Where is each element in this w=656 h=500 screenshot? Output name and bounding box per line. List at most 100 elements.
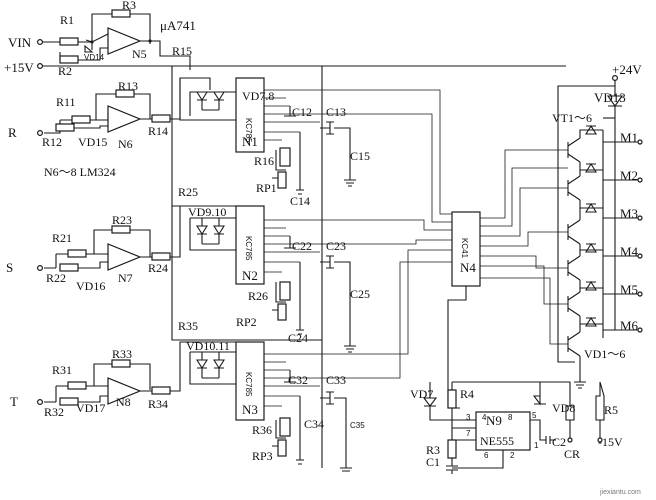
minus15-label: -15V [598,435,623,449]
n7-opamp [107,243,142,271]
c24-label: C24 [288,331,308,345]
r34-resistor [151,386,171,395]
vt-2 [567,162,603,209]
ic1-block: VD7.8 KC785 N1 C12 C13 C14 C15 R16 RP1 [179,77,370,208]
r-label: R [8,125,17,140]
c2-label: C2 [552,435,566,449]
transistor-bank: VT1～6 VD1～6 VD13 +24V [552,62,642,389]
vd7-8-diodes [196,91,225,102]
pin-3: 3 [466,413,471,422]
left-vertical-rail [171,66,322,341]
r21-label: R21 [52,231,72,245]
transistor-ground [574,381,586,389]
m2-label: M2 [620,168,638,183]
m1-label: M1 [620,130,638,145]
m4-label: M4 [620,244,639,259]
vt-6 [567,316,597,382]
c13-label: C13 [326,105,346,119]
r22-resistor [59,263,79,272]
cr-label: CR [564,447,580,461]
c22-label: C22 [292,239,312,253]
c23-label: C23 [326,239,346,253]
r36-resistor [279,417,291,437]
pin-8: 8 [508,413,513,422]
n3-label: N3 [242,402,258,417]
vd13-label: VD13 [594,90,626,105]
c14-label: C14 [290,194,310,208]
r36-label: R36 [252,423,272,437]
n6-label: N6 [118,137,133,151]
c32-label: C32 [288,373,308,387]
ua741-label: μA741 [160,18,196,33]
motor-outputs: M1 M2 M3 M4 M5 M6 [620,130,643,333]
vd8-label: VD8 [552,401,575,415]
r11-label: R11 [56,95,76,109]
c35-label: C35 [350,421,365,430]
t-terminal [36,399,43,406]
r31-resistor [67,381,87,390]
n2-label: N2 [242,268,258,283]
n9-label: N9 [486,413,502,428]
vd17-label: VD17 [76,401,105,415]
vd1-6-label: VD1～6 [584,347,625,361]
r4-label: R4 [460,387,474,401]
r26-resistor [279,281,291,301]
rp3-label: RP3 [252,449,273,463]
vd9-10-diodes [196,225,225,236]
m5-label: M5 [620,282,638,297]
rp2-pot [277,303,287,321]
n6-opamp [107,105,142,133]
rp2-label: RP2 [236,315,257,329]
channel-n6: R R11 R12 R13 R14 VD15 N6 N6～8 LM324 [8,77,211,179]
r2-label: R2 [58,64,72,78]
r25-label: R25 [178,185,198,199]
rp1-label: RP1 [256,181,277,195]
vt1-6-label: VT1～6 [552,111,592,125]
r22-label: R22 [46,271,66,285]
vd10-11-label: VD10.11 [186,339,230,353]
r21-resistor [67,249,87,258]
motor-bus [603,118,640,331]
r32-label: R32 [44,405,64,419]
kc785-n3-chip [235,341,265,421]
vd9-10-label: VD9.10 [188,205,226,219]
lm324-note: N6～8 LM324 [44,165,116,179]
c15-label: C15 [350,149,370,163]
r13-resistor [115,89,135,98]
vt-4 [567,242,603,289]
r31-label: R31 [52,363,72,377]
plus24-rail [557,80,616,363]
c34-label: C34 [304,417,324,431]
c1-label: C1 [426,455,440,469]
channel-n5: VIN R1 R2 R3 VD14 N5 μA741 R15 +15V [4,0,196,78]
r14-resistor [151,114,171,123]
r15-label: R15 [172,44,192,58]
plus15-terminal [36,62,43,69]
kc785-n3-label: KC785 [244,372,253,397]
plus15-label: +15V [4,60,34,75]
kc785-n1-label: KC785 [244,118,253,143]
kc785-n2-chip [235,205,265,285]
n8-opamp [107,377,142,405]
pin-2: 2 [510,451,515,460]
ne555-label: NE555 [480,434,514,448]
vd15-label: VD15 [78,135,107,149]
timer-block: N9 NE555 VD7 R4 R3 C1 C2 VD8 R5 CR -15V … [410,381,623,474]
plus24-label: +24V [612,62,642,77]
r23-label: R23 [112,213,132,227]
c12-label: C12 [292,105,312,119]
vin-terminal [36,38,43,45]
r3-timer-resistor [447,439,457,459]
r12-label: R12 [42,135,62,149]
ic2-block: R25 VD9.10 KC785 N2 C22 C23 C24 C25 R26 … [172,185,370,346]
r11-resistor [71,115,91,124]
r2-resistor [59,55,79,64]
vd7-label: VD7 [410,387,433,401]
t-label: T [10,394,18,409]
rp3-pot [277,439,287,457]
r12-resistor [55,123,75,132]
r33-label: R33 [112,347,132,361]
r24-label: R24 [148,261,168,275]
r3-timer-label: R3 [426,443,440,457]
